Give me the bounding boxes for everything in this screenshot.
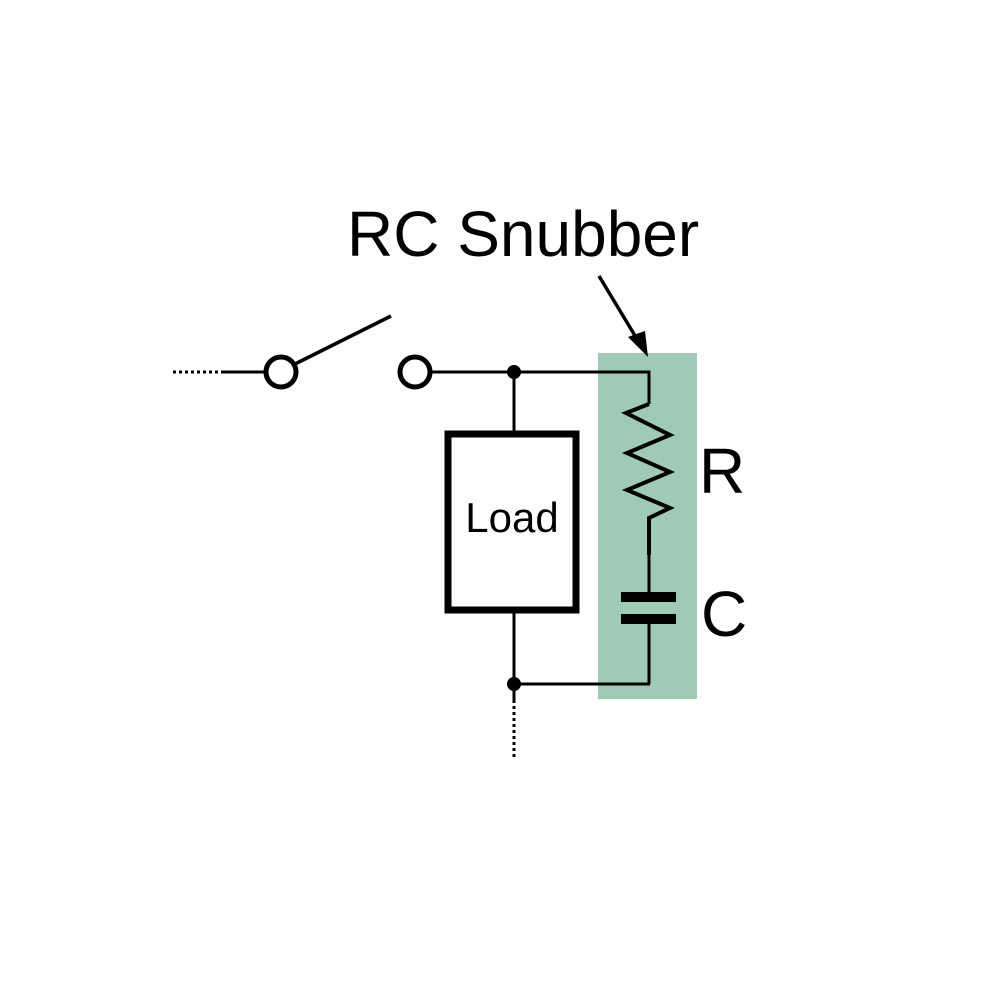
switch-contact-right <box>397 354 433 390</box>
switch-contact-left <box>263 354 299 390</box>
resistor-symbol <box>621 402 676 555</box>
resistor-label: R <box>699 435 745 507</box>
load-box <box>444 430 580 614</box>
switch-blade <box>294 314 392 366</box>
diagram-title: RC Snubber <box>347 198 699 270</box>
pointer-arrow <box>597 275 648 357</box>
top-wire <box>430 370 651 404</box>
load-label: Load <box>465 494 558 541</box>
capacitor-symbol <box>621 555 676 684</box>
switch <box>263 314 433 390</box>
capacitor-label: C <box>701 578 747 650</box>
